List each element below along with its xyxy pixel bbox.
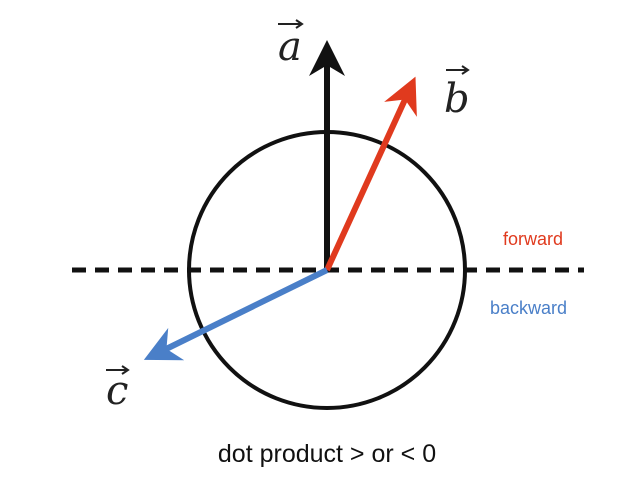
vector-b-label-group: b [444,65,470,122]
caption: dot product > or < 0 [218,440,436,468]
vector-c-label-group: c [106,365,130,414]
vector-c-overarrow-head [121,365,130,375]
vector-a-overarrow-head [295,19,304,29]
vector-b-arrow [324,76,417,272]
vector-b-overarrow-head [461,65,470,75]
forward-label: forward [503,229,563,249]
vector-a-label: a [278,24,302,70]
backward-label: backward [490,298,567,318]
vector-c-label: c [106,368,128,414]
vector-c-arrow [143,267,329,361]
vector-a-label-group: a [278,19,304,70]
vector-b-label: b [444,76,470,122]
